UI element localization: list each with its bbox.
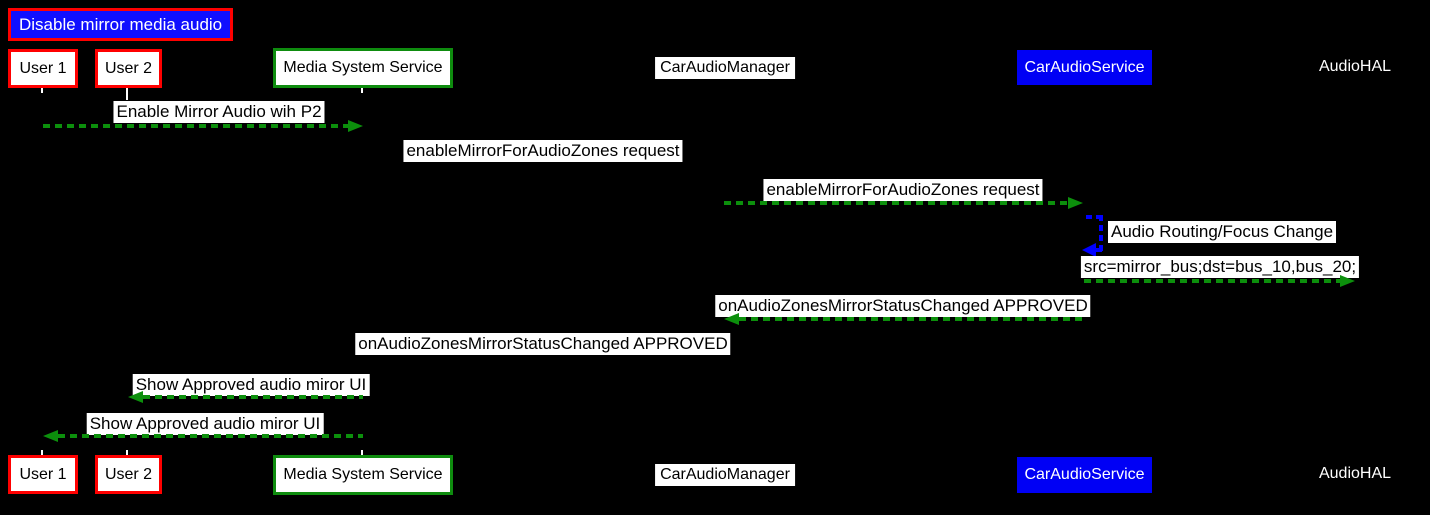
actor-audio-hal-bottom: AudioHAL	[1318, 465, 1392, 482]
actor-user-1-bottom: User 1	[8, 455, 78, 494]
message-label-show-approved-ui-1: Show Approved audio miror UI	[132, 374, 370, 396]
self-arrow-top-segment	[1086, 215, 1103, 219]
lifeline-stub-user2-top	[126, 88, 128, 100]
actor-car-audio-manager-bottom: CarAudioManager	[655, 464, 795, 486]
arrowhead-right-icon	[1340, 275, 1355, 287]
message-label-show-approved-ui-2: Show Approved audio miror UI	[86, 413, 324, 435]
actor-car-audio-service-top: CarAudioService	[1017, 50, 1152, 85]
message-label-enable-mirror-audio: Enable Mirror Audio wih P2	[113, 101, 325, 123]
message-label-enable-mirror-zones-2: enableMirrorForAudioZones request	[763, 179, 1043, 201]
lifeline-stub-user1-top	[41, 88, 43, 93]
message-label-status-changed-approved-1: onAudioZonesMirrorStatusChanged APPROVED	[715, 295, 1091, 317]
actor-user-2-bottom: User 2	[95, 455, 162, 494]
lifeline-stub-mss-top	[361, 88, 363, 93]
arrowhead-left-icon	[724, 313, 739, 325]
message-label-status-changed-approved-2: onAudioZonesMirrorStatusChanged APPROVED	[355, 333, 731, 355]
diagram-title: Disable mirror media audio	[8, 8, 234, 41]
lifeline-stub-mss-bottom	[361, 450, 363, 455]
arrowhead-left-icon	[128, 391, 143, 403]
message-arrow-3	[724, 201, 1070, 205]
actor-car-audio-manager-top: CarAudioManager	[655, 57, 795, 79]
lifeline-stub-user1-bottom	[41, 450, 43, 455]
arrowhead-left-icon	[43, 430, 58, 442]
arrowhead-left-blue-icon	[1082, 243, 1096, 257]
message-arrow-6	[739, 317, 1083, 321]
message-arrow-8	[143, 395, 363, 399]
actor-audio-hal-top: AudioHAL	[1318, 58, 1392, 75]
lifeline-stub-user2-bottom	[126, 450, 128, 455]
message-arrow-9	[58, 434, 363, 438]
message-arrow-1	[43, 124, 350, 128]
message-label-enable-mirror-zones-1: enableMirrorForAudioZones request	[403, 140, 683, 162]
self-arrow-bottom-segment	[1096, 248, 1104, 252]
message-label-audio-routing-focus-change: Audio Routing/Focus Change	[1108, 221, 1337, 243]
actor-media-system-service-top: Media System Service	[273, 48, 453, 88]
self-arrow-right-segment	[1099, 215, 1103, 252]
message-label-src-mirror-bus: src=mirror_bus;dst=bus_10,bus_20;	[1080, 256, 1360, 278]
actor-media-system-service-bottom: Media System Service	[273, 455, 453, 495]
arrowhead-right-icon	[1068, 197, 1083, 209]
message-arrow-5	[1084, 279, 1342, 283]
actor-user-1-top: User 1	[8, 49, 78, 88]
arrowhead-right-icon	[348, 120, 363, 132]
actor-car-audio-service-bottom: CarAudioService	[1017, 457, 1152, 493]
actor-user-2-top: User 2	[95, 49, 162, 88]
